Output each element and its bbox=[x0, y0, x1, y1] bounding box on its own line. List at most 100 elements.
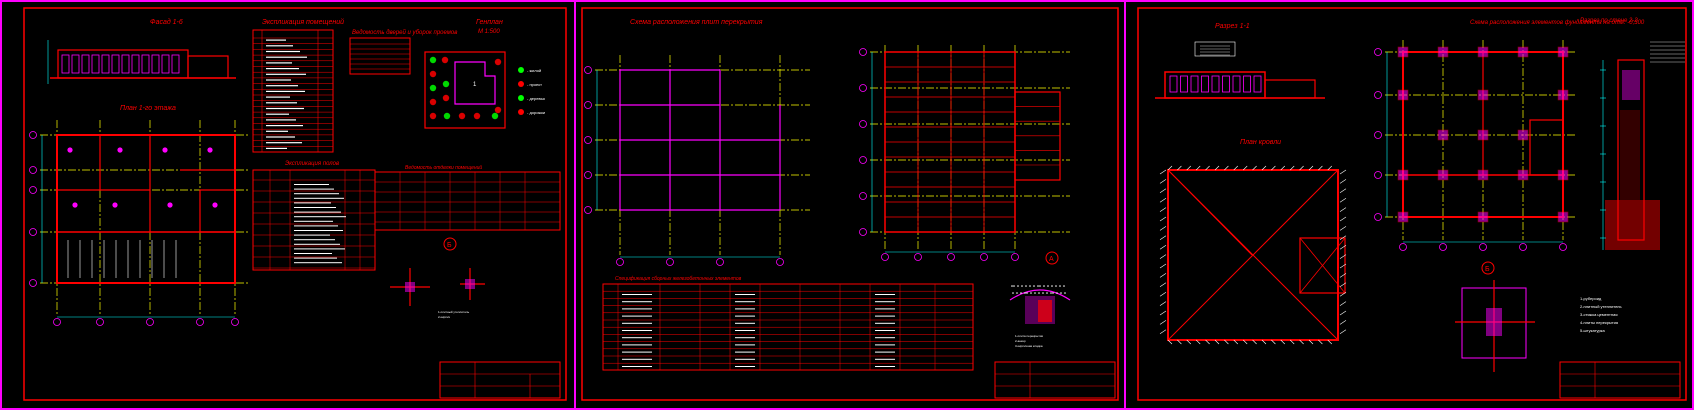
parapet-hatch bbox=[1159, 282, 1167, 288]
footing bbox=[1397, 46, 1409, 58]
genplan-scale: М 1:500 bbox=[478, 29, 500, 35]
text-stub bbox=[875, 308, 895, 310]
text-stub bbox=[294, 211, 341, 213]
window bbox=[101, 54, 110, 74]
footing bbox=[1477, 211, 1489, 223]
text-stub bbox=[294, 262, 342, 264]
parapet-hatch bbox=[1261, 165, 1267, 171]
hatch-dot bbox=[1033, 285, 1035, 287]
spec-table bbox=[602, 283, 974, 371]
parapet-hatch bbox=[1233, 339, 1239, 345]
footing bbox=[1397, 211, 1409, 223]
parapet-hatch bbox=[1252, 165, 1257, 171]
axis-bubble bbox=[1374, 91, 1382, 99]
window bbox=[1222, 75, 1230, 93]
parapet-hatch bbox=[1224, 339, 1229, 345]
text-stub bbox=[735, 315, 755, 317]
parapet-hatch bbox=[1177, 339, 1182, 345]
parapet-hatch bbox=[1299, 339, 1304, 345]
parapet-hatch bbox=[1339, 169, 1347, 175]
window bbox=[171, 54, 180, 74]
hatch-dot bbox=[1050, 292, 1052, 294]
legend-text: - проект bbox=[527, 82, 542, 87]
text-stub bbox=[294, 193, 339, 195]
parapet-hatch bbox=[1205, 165, 1210, 171]
sheet3: Разрез 1-1 Схема расположения элементов … bbox=[1155, 18, 1685, 399]
text-stub bbox=[622, 337, 652, 339]
axis-bubble bbox=[859, 228, 867, 236]
facade-title: Фасад 1-6 bbox=[150, 18, 183, 26]
text-stub bbox=[294, 225, 338, 227]
title-block-1 bbox=[439, 361, 561, 399]
text-stub bbox=[266, 125, 303, 127]
hatch-dot bbox=[1021, 285, 1023, 287]
hatch-dot bbox=[1064, 292, 1066, 294]
parapet-hatch bbox=[1261, 339, 1267, 345]
floor-plan-1 bbox=[29, 120, 250, 326]
text-stub bbox=[266, 102, 297, 104]
parapet-hatch bbox=[1280, 339, 1286, 345]
sheet1-frame bbox=[23, 7, 567, 401]
room-marker bbox=[72, 202, 78, 208]
text-stub bbox=[622, 366, 652, 367]
parapet-hatch bbox=[1308, 165, 1314, 171]
section-1-1 bbox=[1155, 41, 1325, 99]
room-marker bbox=[67, 147, 73, 153]
explication-table bbox=[252, 29, 334, 153]
tree bbox=[494, 106, 502, 114]
legend-text: 2-плитный утеплитель bbox=[1580, 304, 1622, 309]
axis-bubble bbox=[881, 253, 889, 261]
axis-bubble bbox=[716, 258, 724, 266]
parapet-hatch bbox=[1159, 301, 1167, 306]
parapet-hatch bbox=[1271, 165, 1276, 171]
parapet-hatch bbox=[1159, 216, 1167, 222]
svg-text:1: 1 bbox=[473, 82, 477, 88]
floor-tables bbox=[252, 169, 561, 271]
axis-bubble bbox=[584, 171, 592, 179]
foundation-title: Схема расположения элементов фундамента … bbox=[1470, 20, 1645, 26]
window bbox=[131, 54, 140, 74]
legend-swatch bbox=[518, 109, 524, 115]
footing bbox=[1517, 129, 1529, 141]
window bbox=[1253, 75, 1262, 93]
text-stub bbox=[875, 344, 895, 346]
text-stub bbox=[735, 344, 755, 346]
legend-swatch bbox=[518, 81, 524, 87]
axis-bubble bbox=[1374, 48, 1382, 56]
text-stub bbox=[294, 188, 334, 190]
text-stub bbox=[294, 202, 331, 204]
text-stub bbox=[622, 322, 652, 324]
text-stub bbox=[622, 315, 652, 317]
parapet-hatch bbox=[1280, 165, 1286, 171]
parapet-hatch bbox=[1339, 263, 1347, 269]
window bbox=[151, 54, 160, 74]
hatch-dot bbox=[1037, 285, 1039, 287]
footing bbox=[1477, 89, 1489, 101]
text-stub bbox=[266, 50, 300, 53]
room-marker bbox=[117, 147, 123, 153]
footing bbox=[1477, 169, 1489, 181]
parapet-hatch bbox=[1159, 310, 1167, 316]
room-marker bbox=[162, 147, 168, 153]
legend-text: - дорожки bbox=[527, 110, 545, 115]
floor-table-title: Экспликация полов bbox=[285, 161, 339, 167]
window bbox=[81, 54, 90, 74]
hatch-dot bbox=[1026, 292, 1028, 294]
axis-bubble bbox=[980, 253, 988, 261]
axis-bubble bbox=[1374, 131, 1382, 139]
hatch-dot bbox=[1059, 285, 1061, 287]
axis-bubble bbox=[29, 166, 37, 174]
text-stub bbox=[735, 366, 755, 367]
parapet-hatch bbox=[1327, 339, 1333, 345]
axis-bubble bbox=[584, 206, 592, 214]
parapet-hatch bbox=[1339, 301, 1347, 306]
sheet1: Фасад 1-6 Экспликация помещений Ведомост… bbox=[29, 18, 561, 399]
parapet-hatch bbox=[1177, 165, 1182, 171]
text-stub bbox=[875, 315, 895, 317]
axis-bubble bbox=[1439, 243, 1447, 251]
window bbox=[71, 54, 80, 74]
text-stub bbox=[735, 358, 755, 360]
text-stub bbox=[875, 330, 895, 331]
text-stub bbox=[266, 147, 287, 149]
